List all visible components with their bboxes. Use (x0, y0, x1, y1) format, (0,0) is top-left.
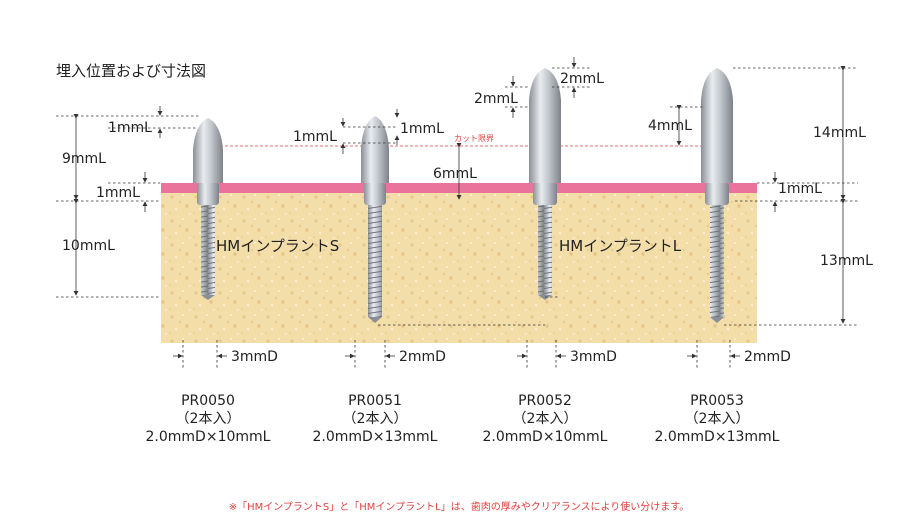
left-dimension-lines (56, 106, 200, 298)
pr0053-dimension-lines (670, 105, 704, 146)
diameter-label: 3mmD (231, 349, 278, 365)
group-label-s: HMインプラントS (216, 237, 339, 255)
product-labels: PR0050 （2本入） 2.0mmD×10mmL PR0051 （2本入） 2.0mmD… (146, 393, 780, 445)
dim-pr0052-2mm-left: 2mmL (474, 91, 518, 107)
dim-left-1mm-top: 1mmL (108, 120, 152, 136)
footnote: ※「HMインプラントS」と「HMインプラントL」は、歯肉の厚みやクリアランスによ… (229, 500, 690, 513)
product-quantity: （2本入） (685, 411, 750, 427)
dim-pr0052-2mm-right: 2mmL (560, 71, 604, 87)
product-quantity: （2本入） (176, 411, 241, 427)
cut-limit-label: カット限界 (454, 134, 494, 143)
product-code: PR0050 (181, 393, 235, 409)
bone-block (161, 193, 757, 343)
dim-pr0051-1mm-left: 1mmL (293, 129, 337, 145)
diameter-label: 2mmD (399, 349, 446, 365)
dim-right-13mm: 13mmL (820, 253, 873, 269)
product-code: PR0052 (518, 393, 572, 409)
product-quantity: （2本入） (513, 411, 578, 427)
product-size: 2.0mmD×13mmL (313, 429, 438, 445)
dim-pr0053-4mm: 4mmL (648, 118, 692, 134)
implant-pr0053 (701, 68, 733, 323)
dim-left-9mm: 9mmL (62, 151, 106, 167)
pr0051-dimension-lines (340, 109, 400, 154)
product-quantity: （2本入） (343, 411, 408, 427)
dim-right-1mm-gum: 1mmL (778, 181, 822, 197)
product-size: 2.0mmD×10mmL (483, 429, 608, 445)
diagram-title: 埋入位置および寸法図 (56, 62, 206, 80)
implant-pr0052 (529, 68, 561, 300)
implant-pr0051 (361, 116, 389, 323)
group-label-l: HMインプラントL (559, 237, 682, 255)
product-code: PR0051 (348, 393, 402, 409)
diameter-label: 3mmD (570, 349, 617, 365)
implant-pr0050 (193, 118, 223, 300)
diameter-label: 2mmD (744, 349, 791, 365)
diameter-dimensions: 3mmD 2mmD 3mmD 2mmD (173, 340, 791, 368)
product-code: PR0053 (690, 393, 744, 409)
dim-right-14mm: 14mmL (813, 125, 866, 141)
product-size: 2.0mmD×10mmL (146, 429, 271, 445)
dim-left-1mm-gum: 1mmL (96, 185, 140, 201)
product-size: 2.0mmD×13mmL (655, 429, 780, 445)
dim-left-10mm: 10mmL (62, 238, 115, 254)
right-dimension-lines (724, 66, 858, 326)
dim-cut-6mm: 6mmL (433, 166, 477, 182)
dim-pr0051-1mm-right: 1mmL (400, 121, 444, 137)
pr0052-dimension-lines (505, 57, 592, 118)
